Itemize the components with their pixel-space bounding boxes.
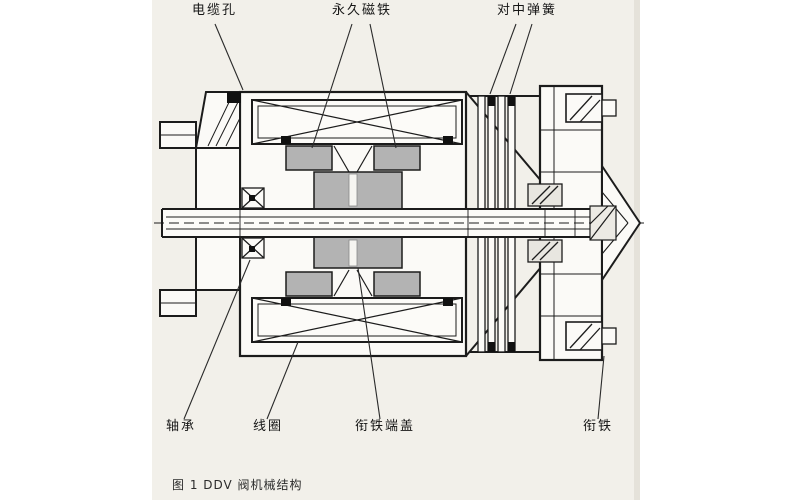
label-armature-end-cover: 衔铁端盖 [355,419,416,434]
permanent-magnets [285,145,421,297]
left-flange-hatch [160,95,241,304]
leader-lines [183,23,605,420]
mounting-bolts [565,93,617,351]
label-cable-hole: 电缆孔 [192,3,238,18]
spring-retainers [527,183,563,263]
pole-funnel [333,145,373,297]
label-armature: 衔铁 [583,419,614,434]
pole-gap-top [348,173,358,207]
figure-caption: 图 1 DDV 阀机械结构 [172,478,303,492]
shaft [154,208,644,238]
label-centering-spring: 对中弹簧 [497,3,558,18]
label-permanent-magnet: 永久磁铁 [332,3,393,18]
shaft-end-fitting [589,205,617,241]
winding-marks [281,136,453,306]
label-bearing: 轴承 [166,419,197,434]
scan-edge-shadow [634,0,640,500]
cable-hole-mark [227,92,241,103]
pole-gap-bottom [348,239,358,267]
spring-end-marks [488,96,515,352]
bearings [241,187,265,259]
label-coil: 线圈 [253,419,284,434]
